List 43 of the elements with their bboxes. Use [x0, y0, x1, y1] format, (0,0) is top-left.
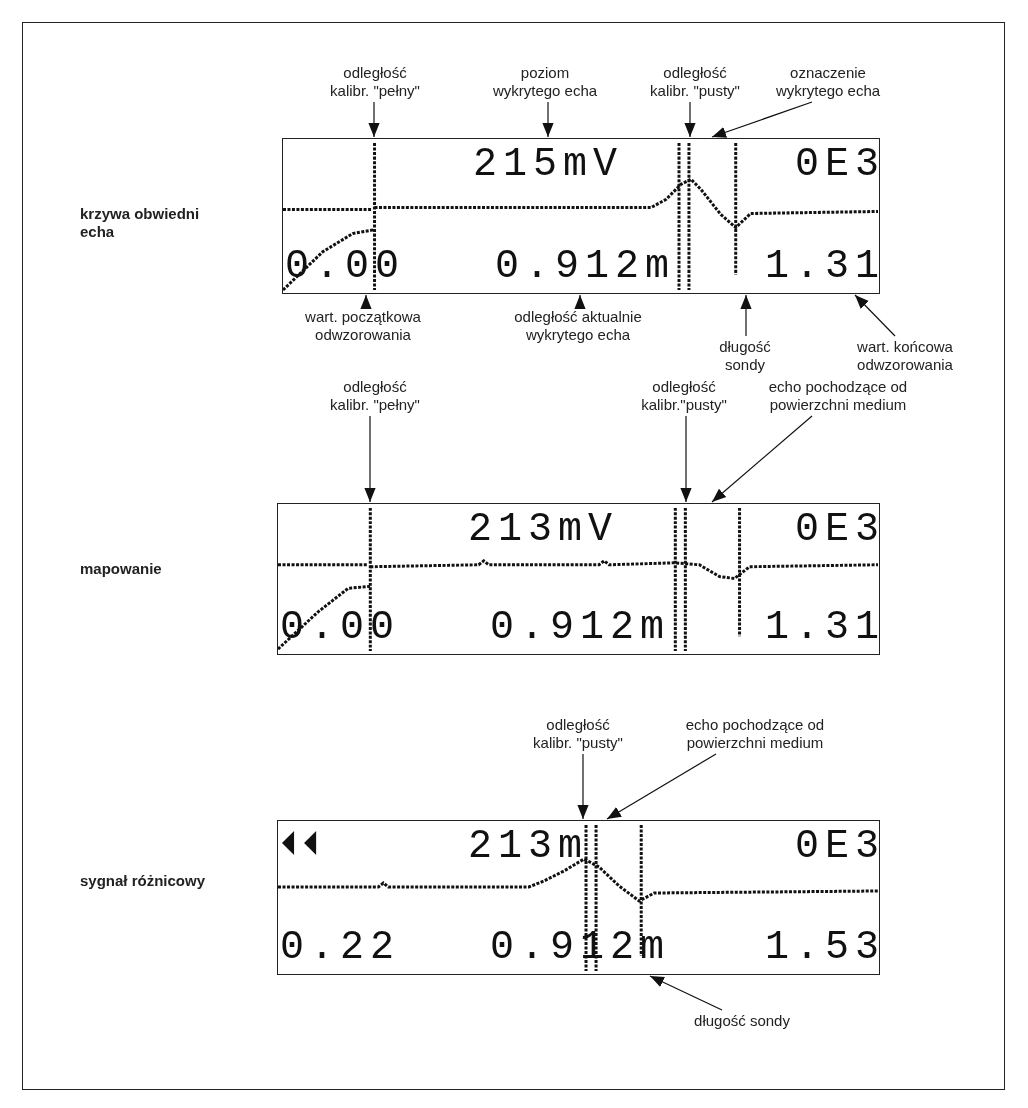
lcd-readout: 0.22 — [280, 926, 400, 970]
leader-arrow — [680, 415, 692, 503]
leader-arrow — [368, 101, 380, 138]
callout-label: odległość kalibr. "pełny" — [319, 64, 431, 100]
leader-arrow — [684, 101, 696, 138]
callout-label: odległość aktualnie wykrytego echa — [503, 308, 653, 344]
leader-arrow — [649, 975, 723, 1011]
leader-arrow — [364, 415, 376, 503]
callout-label: poziom wykrytego echa — [484, 64, 606, 100]
lcd-readout: 0.912m — [495, 245, 676, 289]
row-label: krzywa obwiedni echa — [80, 205, 201, 241]
callout-label: długość sondy — [694, 1012, 790, 1030]
lcd-readout: 213m — [468, 825, 588, 869]
callout-label: echo pochodzące od powierzchni medium — [754, 378, 922, 414]
callout-label: wart. początkowa odwzorowania — [297, 308, 429, 344]
lcd-readout: 0.912m — [490, 926, 671, 970]
lcd-readout: 0.912m — [490, 606, 671, 650]
leader-arrow — [711, 101, 813, 138]
callout-label: odległość kalibr."pusty" — [629, 378, 739, 414]
lcd-readout: 0E3 — [795, 508, 885, 552]
leader-arrow — [740, 294, 752, 337]
lcd-readout: 1.53 — [765, 926, 885, 970]
callout-label: echo pochodzące od powierzchni medium — [671, 716, 839, 752]
callout-label: wart. końcowa odwzorowania — [845, 338, 965, 374]
leader-arrow — [577, 753, 589, 820]
row-label: sygnał różnicowy — [80, 872, 207, 890]
lcd-readout: 0E3 — [795, 143, 885, 187]
leader-arrow — [360, 294, 372, 309]
leader-arrow — [606, 753, 717, 820]
row-label: mapowanie — [80, 560, 163, 578]
callout-label: oznaczenie wykrytego echa — [766, 64, 890, 100]
lcd-readout: 215mV — [473, 143, 624, 187]
lcd-readout: 213mV — [468, 508, 619, 552]
leader-arrow — [711, 415, 813, 503]
leader-arrow — [574, 294, 586, 309]
leader-arrow — [854, 294, 896, 337]
lcd-readout: 1.31 — [765, 245, 885, 289]
callout-label: odległość kalibr. "pusty" — [638, 64, 752, 100]
leader-arrow — [542, 101, 554, 138]
callout-label: odległość kalibr. "pełny" — [319, 378, 431, 414]
lcd-readout: 1.31 — [765, 606, 885, 650]
callout-label: odległość kalibr. "pusty" — [522, 716, 634, 752]
lcd-readout: 0E3 — [795, 825, 885, 869]
